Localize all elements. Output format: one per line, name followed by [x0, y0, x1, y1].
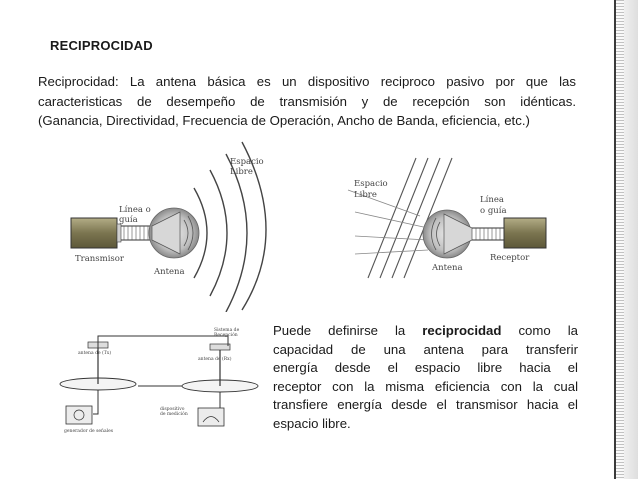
definition-line: receptor con la misma eficiencia con la …: [273, 378, 578, 394]
incoming-plane-waves: [367, 157, 453, 279]
label-space: Espacio: [230, 157, 264, 167]
label-rx-antenna: antena de (Rx): [198, 355, 232, 362]
transmission-line: [121, 225, 152, 241]
receive-line: [472, 227, 504, 241]
signal-generator: [65, 405, 93, 425]
bench-labels: antena de (Tx) antena de (Rx) Sistema de…: [64, 327, 240, 434]
label-receiver: Receptor: [490, 253, 530, 263]
label-top: Sistema de: [214, 327, 240, 333]
right-turntable: [181, 343, 259, 393]
label-free: Libre: [230, 167, 253, 177]
label-guide: guía: [119, 214, 138, 225]
label-guide: o guía: [480, 205, 507, 216]
measurement-bench-figure: antena de (Tx) antena de (Rx) Sistema de…: [59, 327, 259, 434]
transmit-figure-labels: Espacio Libre Línea o guía Transmisor An…: [75, 157, 264, 277]
slide-edge-texture: [616, 0, 624, 479]
label-detector2: de medición: [160, 410, 188, 417]
transmitter-box: [70, 217, 122, 249]
label-antenna: Antena: [153, 267, 185, 277]
receive-antenna-figure: Espacio Libre Línea o guía Receptor Ante…: [347, 157, 547, 279]
intro-paragraph: Reciprocidad: La antena básica es un dis…: [38, 72, 576, 131]
receiver-box: [503, 217, 547, 249]
left-turntable: [59, 341, 137, 391]
label-generator: generador de señales: [64, 427, 114, 434]
slide-edge-line: [614, 0, 616, 479]
label-free: Libre: [354, 190, 377, 200]
measurement-device: [197, 407, 225, 427]
receive-figure-labels: Espacio Libre Línea o guía Receptor Ante…: [354, 179, 530, 273]
interconnect-cables: [93, 335, 229, 415]
receive-antenna-dish: [422, 209, 473, 259]
incoming-rays: [347, 189, 429, 255]
intro-line: caracteristicas de desempeño de transmis…: [38, 93, 576, 109]
definition-line: Puede definirse la reciprocidad como la: [273, 322, 578, 341]
label-space: Espacio: [354, 179, 388, 189]
definition-text: como la: [501, 323, 578, 338]
definition-paragraph: Puede definirse la reciprocidad como la …: [273, 322, 578, 434]
label-top2: Recepción: [214, 331, 238, 338]
slide-title: RECIPROCIDAD: [50, 38, 153, 53]
radiated-wavefronts: [193, 141, 267, 312]
definition-line: capacidad de una antena para transferir: [273, 341, 578, 357]
transmit-antenna-figure: Espacio Libre Línea o guía Transmisor An…: [70, 141, 267, 312]
label-detector: dispositivo: [160, 406, 185, 412]
definition-line: energía desde el espacio libre hacia el: [273, 360, 578, 376]
label-tx-antenna: antena de (Tx): [78, 349, 111, 356]
label-antenna: Antena: [431, 263, 463, 273]
definition-line: espacio libre.: [273, 415, 351, 431]
label-line: Línea o: [119, 204, 151, 215]
transmit-antenna-dish: [148, 207, 200, 259]
definition-line: transfiere energía desde el transmisor h…: [273, 397, 578, 413]
definition-term: reciprocidad: [422, 323, 502, 338]
intro-line: (Ganancia, Directividad, Frecuencia de O…: [38, 113, 530, 128]
label-transmitter: Transmisor: [75, 254, 125, 264]
intro-line: Reciprocidad: La antena básica es un dis…: [38, 74, 576, 89]
definition-text: Puede definirse la: [273, 323, 423, 338]
label-line: Línea: [480, 194, 504, 205]
